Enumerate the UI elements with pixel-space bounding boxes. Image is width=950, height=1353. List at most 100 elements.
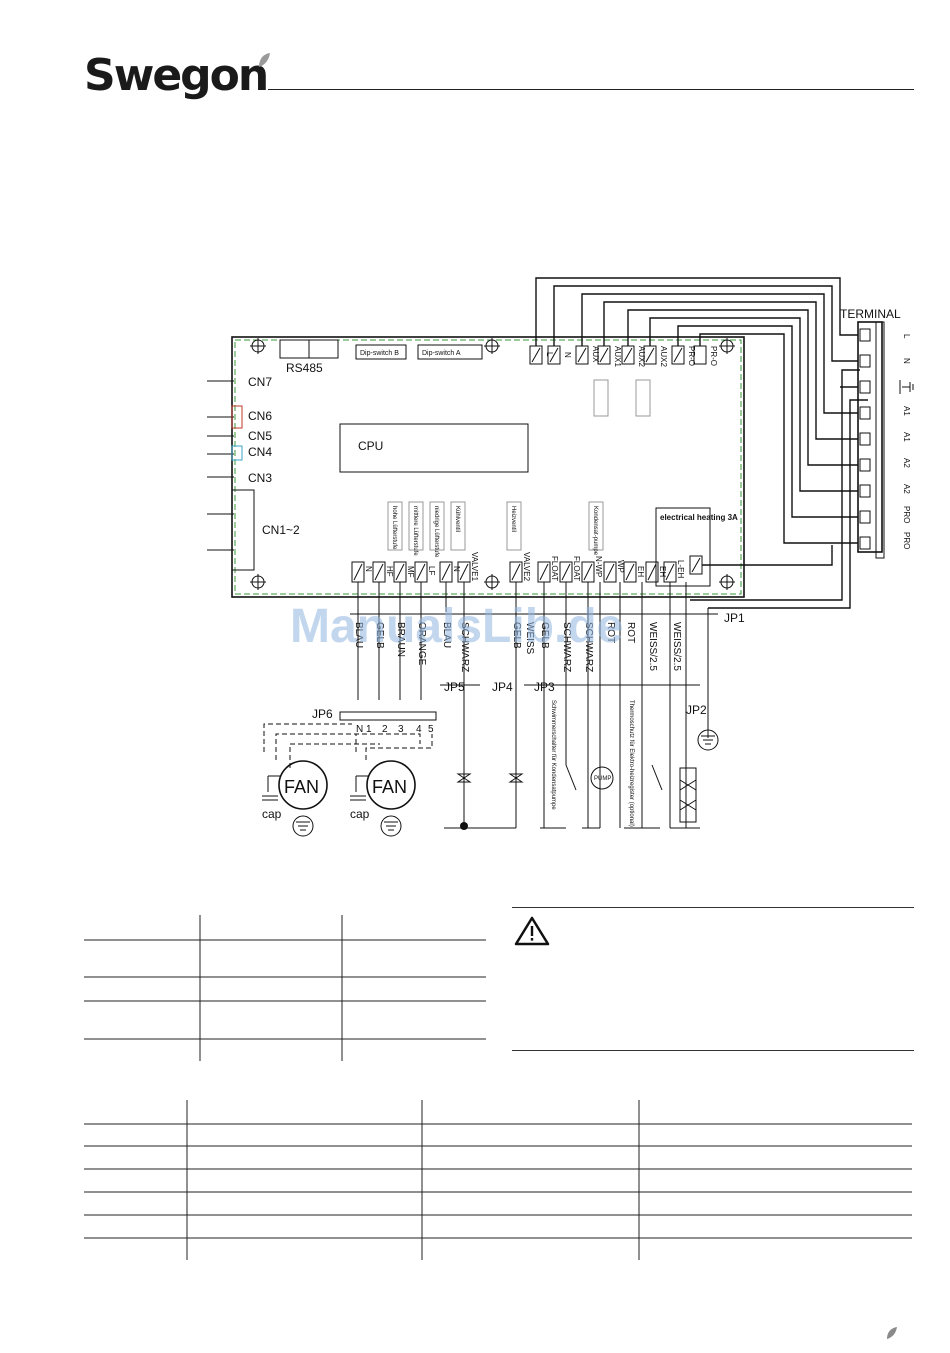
svg-text:A2: A2 [902,458,911,468]
cn6-label: CN6 [248,409,272,423]
fan-wiring [263,723,433,768]
svg-text:PR-O: PR-O [709,346,718,366]
terminal-block [857,321,883,553]
svg-text:AUX1: AUX1 [613,346,622,367]
cpu-block [339,423,529,473]
svg-text:Kühlventil: Kühlventil [454,506,460,532]
jp6-block [339,711,437,721]
svg-text:Kondensat-pumpe: Kondensat-pumpe [592,506,598,556]
svg-text:EH: EH [636,566,645,577]
svg-text:A2: A2 [902,484,911,494]
wiring-diagram: .t { font-family:"Liberation Sans", sans… [207,277,914,837]
svg-text:EH: EH [658,566,667,577]
svg-text:AUX2: AUX2 [637,346,646,367]
svg-text:ROT: ROT [625,622,636,643]
float-switch-note: Schwimmerschalter für Kondensatpumpe [550,700,556,810]
svg-text:PRO: PRO [902,532,911,549]
svg-text:FLOAT: FLOAT [572,556,581,581]
cap-label-1: cap [262,807,282,821]
pump-label: PUMP [594,776,611,782]
top-terminals: L N AUX AUX1 AUX2 AUX2 PR-O PR-O [529,345,718,417]
svg-text:BLAU: BLAU [441,622,452,648]
svg-text:L-EH: L-EH [676,560,685,578]
svg-text:WEISS/2.5: WEISS/2.5 [647,622,658,671]
svg-text:ROT: ROT [605,622,616,643]
svg-text:FLOAT: FLOAT [550,556,559,581]
cn7-label: CN7 [248,375,272,389]
thermal-protection-note: Thermoschutz für Elektro-heizregister (o… [628,700,634,827]
svg-text:L: L [902,334,911,339]
svg-text:N: N [902,358,911,364]
cpu-label: CPU [358,439,383,453]
svg-text:N: N [452,566,461,572]
warning-icon [514,916,550,946]
svg-text:mittlere Lüfterstufe: mittlere Lüfterstufe [412,506,418,556]
rs485-label: RS485 [286,361,323,375]
svg-text:N-WP: N-WP [594,556,603,577]
svg-text:AUX2: AUX2 [659,346,668,367]
mounting-holes [250,338,735,590]
svg-text:N: N [364,566,373,572]
svg-text:5: 5 [428,724,434,735]
spec-table-large [84,1100,912,1260]
left-connectors: CN7 CN6 CN5 CN4 CN3 CN1~2 [207,375,300,571]
svg-text:N: N [563,352,572,358]
svg-text:1: 1 [366,724,372,735]
jumper-labels: JP1 JP2 JP3 JP4 JP5 JP6 [312,611,745,721]
dip-switch-b-label: Dip-switch B [360,350,399,357]
svg-text:VALVE2: VALVE2 [522,552,531,582]
header-rule [268,89,914,90]
svg-text:3: 3 [398,724,404,735]
fan-1-label: FAN [284,777,319,797]
svg-text:VALVE1: VALVE1 [470,552,479,582]
cn4-label: CN4 [248,445,272,459]
ground-icon [899,380,914,394]
svg-text:JP4: JP4 [492,680,513,694]
svg-text:JP5: JP5 [444,680,465,694]
svg-text:HF: HF [385,566,394,577]
svg-text:WP: WP [616,560,625,573]
svg-text:PRO: PRO [902,506,911,523]
board-notes: hohe Lüfterstufe mittlere Lüfterstufe ni… [387,501,604,558]
svg-text:JP6: JP6 [312,707,333,721]
bottom-terminals: N HF MF LF N VALVE1 VALVE2 FLOAT FLOAT N… [351,552,685,583]
terminal-labels: L N A1 A1 A2 A2 PRO PRO [899,334,914,549]
fan-2 [366,760,416,810]
electric-heating-label: electrical heating 3A [660,513,738,522]
terminal-wires [535,277,868,609]
leaf-icon [259,53,270,67]
svg-text:WEISS: WEISS [524,622,535,655]
svg-text:WEISS/2.5: WEISS/2.5 [671,622,682,671]
fan-pin-labels: N 1 2 3 4 5 [356,724,434,735]
brand-logo: Swegon [84,50,269,101]
svg-text:JP2: JP2 [686,703,707,717]
cn1-2-label: CN1~2 [262,523,300,537]
dip-switch-a-label: Dip-switch A [422,350,461,357]
svg-text:4: 4 [416,724,422,735]
pump-icon [590,766,614,790]
svg-text:MF: MF [406,566,415,578]
heater-element [679,767,697,823]
pcb-board [231,336,745,598]
svg-text:2: 2 [382,724,388,735]
svg-text:niedrige Lüfterstufe: niedrige Lüfterstufe [433,506,439,558]
svg-text:L: L [545,352,554,357]
spec-table-small-grid [84,915,486,1061]
svg-text:hohe Lüfterstufe: hohe Lüfterstufe [391,506,397,550]
watermark: ManualsLib.de [290,600,623,653]
capacitors [262,775,368,801]
valve-icons [456,773,524,783]
fan-1 [278,760,328,810]
svg-text:AUX: AUX [591,346,600,363]
warning-box [512,907,914,1051]
svg-text:A1: A1 [902,406,911,416]
fan-2-label: FAN [372,777,407,797]
svg-text:Heizventil: Heizventil [510,506,516,532]
svg-text:LF: LF [427,566,436,575]
svg-text:PR-O: PR-O [687,346,696,366]
svg-text:A1: A1 [902,432,911,442]
svg-text:N: N [356,724,363,735]
electric-heating-box [655,507,711,587]
footer-leaf-icon [887,1327,897,1339]
svg-text:JP1: JP1 [724,611,745,625]
